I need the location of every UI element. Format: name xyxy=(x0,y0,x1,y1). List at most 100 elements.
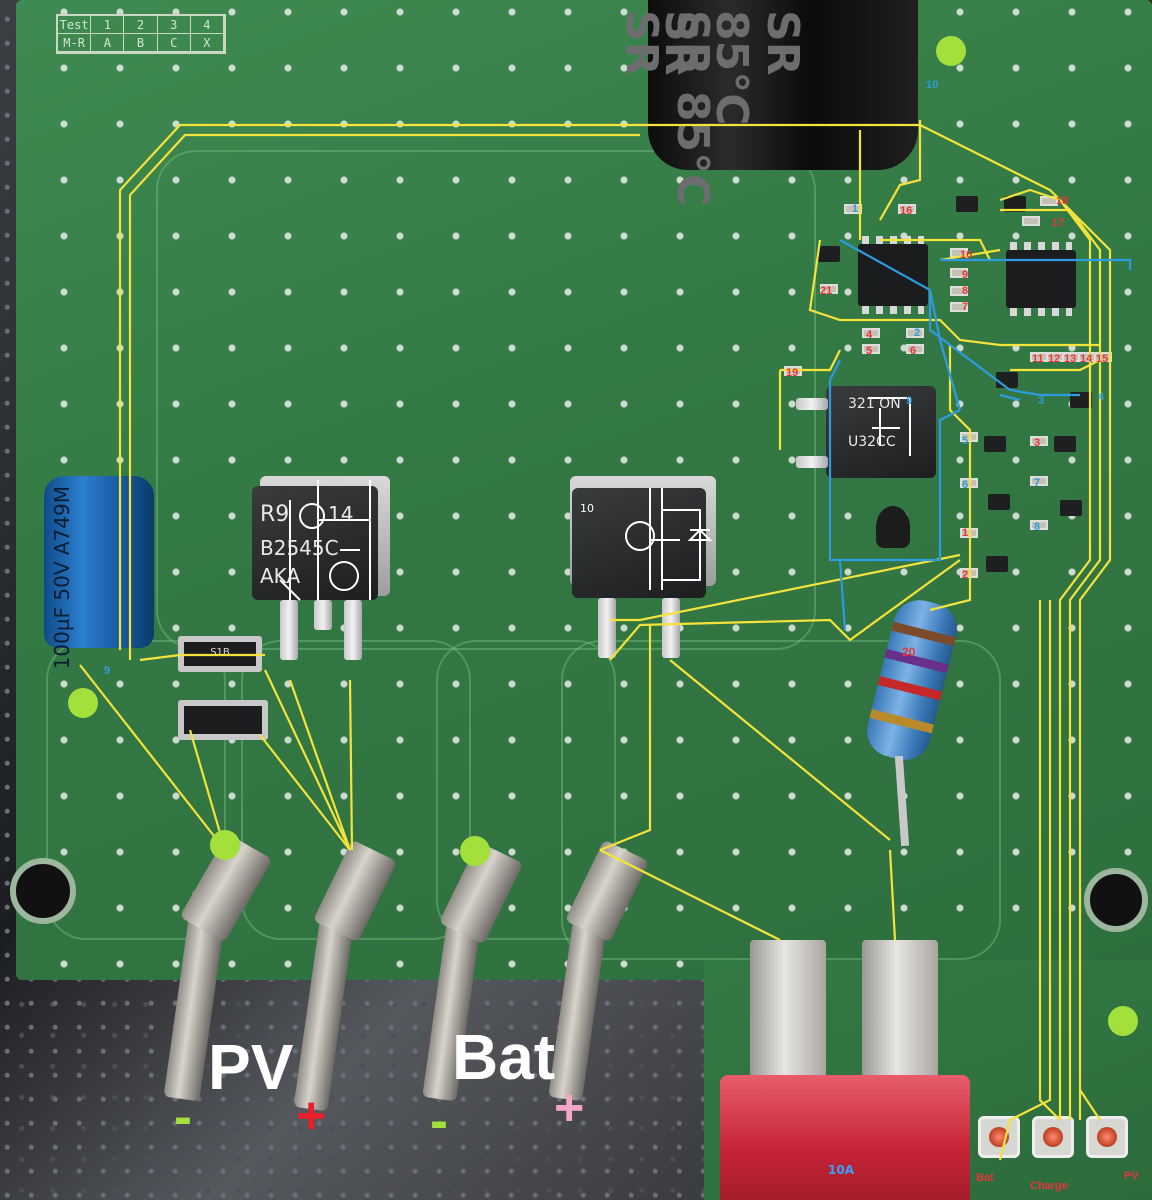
trace-ctl-3 xyxy=(610,553,961,622)
mosfet-symbol-lines xyxy=(649,488,713,590)
label-red-19: 19 xyxy=(786,367,799,379)
label-red-5: 5 xyxy=(866,345,873,357)
transistor-3 xyxy=(984,436,1006,452)
mosfet-symbol-lines xyxy=(279,480,371,601)
label-red-6: 6 xyxy=(910,345,917,357)
marker-dot xyxy=(460,836,490,866)
label-pv-plus: + xyxy=(296,1087,327,1145)
mosfet-symbol-ring xyxy=(329,561,359,591)
label-red-17: 17 xyxy=(1052,217,1065,229)
marker-dot xyxy=(210,830,240,860)
trace-pvplus-2 xyxy=(288,679,352,851)
trace-outer xyxy=(118,123,1112,1120)
trace-fuse-left xyxy=(599,849,781,941)
smd-part xyxy=(906,344,924,354)
big-electrolytic-capacitor: SR 85°C SR SR 85°C SR xyxy=(616,0,918,206)
trace-pvplus-1 xyxy=(264,669,351,851)
to92-transistor xyxy=(876,506,910,548)
mosfet-right-leg-gate xyxy=(598,598,616,658)
test-grid-silkscreen: Test 1 2 3 4 M-R A B C X xyxy=(56,14,226,54)
mosfet-left-part: B2545C xyxy=(260,536,339,560)
trace-bus-1 xyxy=(999,188,1092,1120)
trace-bat-led xyxy=(998,600,1052,1161)
label-red-2: 2 xyxy=(962,569,969,581)
label-red-18: 18 xyxy=(1056,195,1069,207)
smd-part xyxy=(1030,520,1048,530)
trace-blue-2 xyxy=(928,290,1080,397)
regulator-part: U32CC xyxy=(848,434,896,450)
label-blue-9: 9 xyxy=(104,665,111,677)
transistor-4b xyxy=(988,494,1010,510)
trace-blue-6 xyxy=(999,393,1021,402)
label-red-12: 12 xyxy=(1048,353,1061,365)
trace-resistor xyxy=(669,659,891,841)
transistor-7 xyxy=(1004,196,1026,212)
trace-blue-5 xyxy=(838,559,847,631)
mosfet-left-leg-source xyxy=(344,600,362,660)
trace-mid xyxy=(808,239,1100,347)
trace-charge-led xyxy=(1038,600,1061,1121)
smd-part xyxy=(950,302,968,312)
fuse-rating: 10A xyxy=(828,1163,854,1177)
silk-cell: A xyxy=(91,34,125,52)
trace-pv-led xyxy=(1079,1089,1101,1121)
label-red-9: 9 xyxy=(962,269,969,281)
mosfet-left-code2: 14 xyxy=(328,502,354,526)
resistor-label: 20 xyxy=(902,645,916,659)
diode-lower xyxy=(178,700,268,740)
label-blue-2: 2 xyxy=(914,327,921,339)
led-bat xyxy=(978,1116,1020,1158)
label-red-15: 15 xyxy=(1096,353,1109,365)
label-bat-minus: - xyxy=(430,1091,448,1151)
regulator-symbol xyxy=(868,397,911,456)
label-red-1: 1 xyxy=(962,527,969,539)
yellow-traces xyxy=(79,120,1112,1161)
trace-blue-4 xyxy=(828,359,961,562)
trace-outer-2 xyxy=(128,133,640,660)
smd-part xyxy=(1030,476,1048,486)
marker-dot xyxy=(68,688,98,718)
smd-part xyxy=(906,328,924,338)
mounting-hole-left xyxy=(10,858,76,924)
smd-part xyxy=(820,284,838,294)
smd-part xyxy=(898,204,916,214)
regulator-pin-1 xyxy=(796,398,828,410)
label-red-16: 16 xyxy=(900,205,913,217)
trace-pvplus-3 xyxy=(348,679,354,851)
led-pv xyxy=(1086,1116,1128,1158)
label-red-13: 13 xyxy=(1064,353,1077,365)
marker-dot xyxy=(1108,1006,1138,1036)
label-bat: Bat xyxy=(452,1021,556,1093)
diode-marking: S1B xyxy=(210,647,230,658)
blue-traces xyxy=(828,239,1132,631)
smd-part xyxy=(1030,436,1048,446)
trace-pvminus-1 xyxy=(79,664,226,851)
silk-test: Test xyxy=(58,16,92,34)
trace-ctl-2 xyxy=(1010,359,1101,372)
label-blue-5: 5 xyxy=(962,435,969,447)
smd-part xyxy=(950,268,968,278)
led-charge xyxy=(1032,1116,1074,1158)
label-blue-9b: 9 xyxy=(906,395,913,407)
label-red-8: 8 xyxy=(962,285,969,297)
blue-electrolytic-capacitor: 100µF 50V A749M xyxy=(44,476,154,669)
label-led-charge: Charge xyxy=(1030,1180,1068,1192)
silk-cell: B xyxy=(124,34,158,52)
regulator-pin-2 xyxy=(796,456,828,468)
transistor-5 xyxy=(1060,500,1082,516)
label-blue-1: 1 xyxy=(852,203,859,215)
trace-ic xyxy=(880,238,991,261)
label-pv-minus: - xyxy=(174,1087,192,1147)
mounting-hole-right xyxy=(1084,868,1148,932)
trace-fuse-right xyxy=(888,849,897,941)
mosfet-symbol-ring xyxy=(299,503,325,529)
trace-batplus xyxy=(599,625,652,852)
transistor-2 xyxy=(1054,436,1076,452)
label-red-10: 10 xyxy=(960,249,973,261)
blade-fuse-10a: 10A xyxy=(720,1075,970,1200)
label-blue-10: 10 xyxy=(926,79,939,91)
trace-mosfet-gate xyxy=(609,559,961,661)
transistor-c xyxy=(986,556,1008,572)
smd-part xyxy=(950,286,968,296)
